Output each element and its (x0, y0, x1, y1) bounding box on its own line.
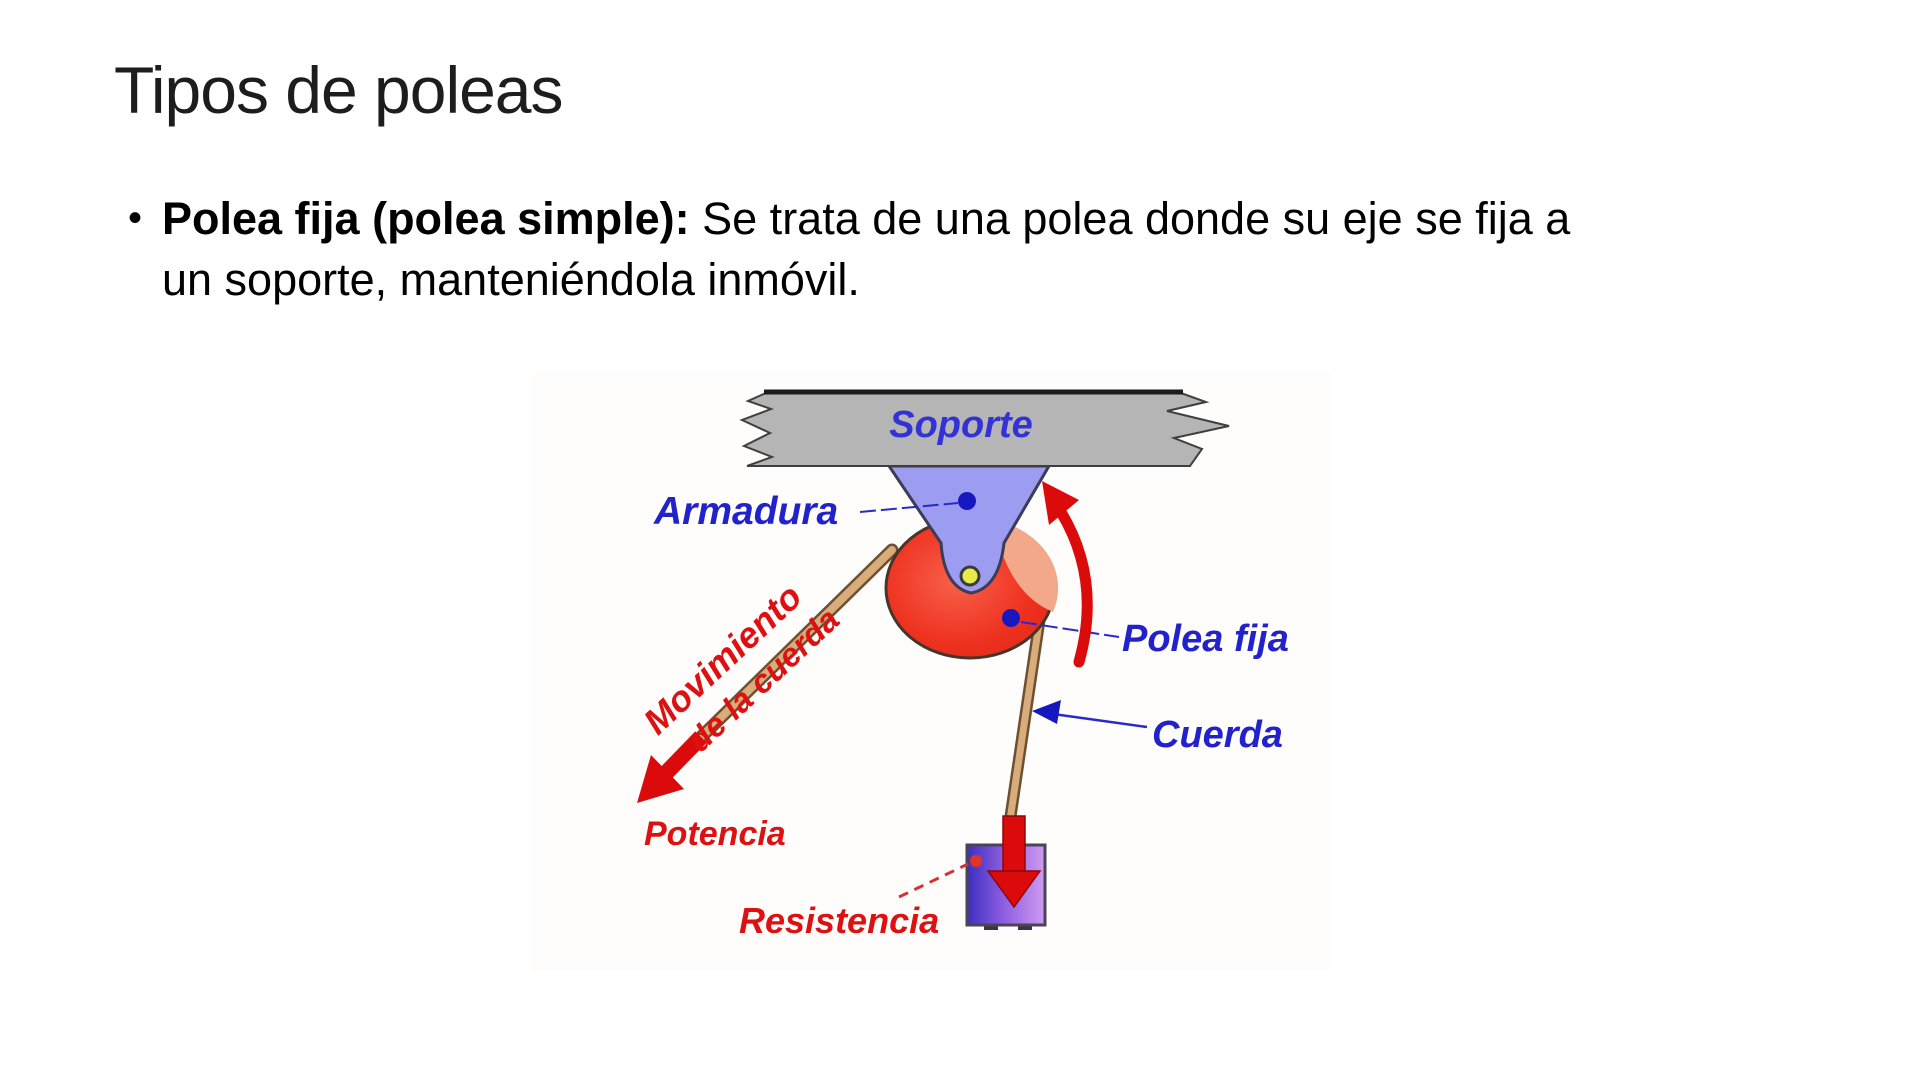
effort-arrow-shaft (661, 731, 707, 778)
rotation-arrow (1055, 506, 1093, 668)
armature-dot (958, 492, 976, 510)
resistance-dot (970, 855, 982, 867)
effort-arrowhead-icon (637, 755, 684, 803)
rope-arrowhead-icon (1032, 700, 1061, 724)
bullet-line-2: un soporte, manteniéndola inmóvil. (162, 254, 860, 305)
resistance-label: Resistencia (739, 900, 939, 941)
bullet-line-1: Polea fija (polea simple): Se trata de u… (162, 188, 1808, 249)
bullet-bold-run: Polea fija (polea simple): (162, 193, 690, 244)
diagonal-rope (692, 546, 896, 746)
fixed-pulley-dot (1002, 609, 1020, 627)
bullet-regular-run: Se trata de una polea donde su eje se fi… (689, 193, 1571, 244)
effort-label: Potencia (644, 815, 786, 853)
armature-leader-line (859, 502, 959, 513)
armature-label: Armadura (653, 490, 838, 533)
armature-triangle (886, 464, 1052, 595)
axle-dot (959, 565, 981, 587)
resistance-leader-line (898, 862, 969, 899)
fixed-pulley-label: Polea fija (1122, 618, 1289, 660)
load-arrowhead-icon (986, 870, 1042, 909)
fixed-pulley-leader-line (1020, 621, 1120, 638)
vertical-rope (1006, 606, 1045, 824)
support-bar (739, 392, 1230, 467)
rope-leader-line (1045, 711, 1148, 729)
rotation-arrowhead-icon (1042, 481, 1079, 525)
bullet-item: • Polea fija (polea simple): Se trata de… (128, 188, 1808, 310)
bullet-marker: • (128, 196, 143, 240)
support-label: Soporte (889, 404, 1033, 446)
slide-title: Tipos de poleas (114, 53, 564, 127)
pulley-highlight (994, 520, 1059, 612)
weight-foot-right (1018, 924, 1032, 930)
weight-foot-left (984, 924, 998, 930)
bullet-text: Polea fija (polea simple): Se trata de u… (162, 188, 1808, 310)
load-arrow-shaft (1002, 815, 1026, 875)
rope-label: Cuerda (1152, 714, 1283, 756)
